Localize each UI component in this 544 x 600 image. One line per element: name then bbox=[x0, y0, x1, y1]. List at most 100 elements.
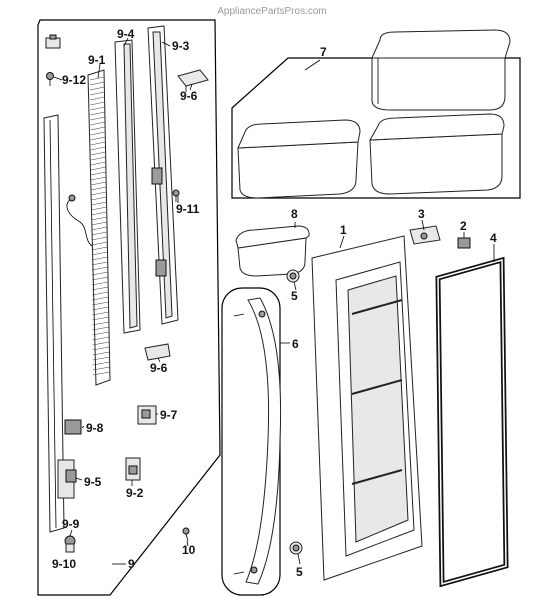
callout-9-9: 9-9 bbox=[62, 517, 80, 531]
part-3-bracket bbox=[409, 225, 441, 245]
part-5-bushing-bottom bbox=[289, 541, 303, 555]
vent-slat bbox=[91, 226, 108, 231]
wire-harness bbox=[66, 197, 93, 247]
callout-9-6-top: 9-6 bbox=[180, 89, 198, 103]
vent-slat bbox=[91, 201, 107, 206]
part-9-9-knob bbox=[64, 535, 76, 553]
vent-slat bbox=[91, 206, 107, 211]
part-4-gasket bbox=[435, 256, 509, 588]
part-clip-top bbox=[45, 34, 61, 49]
callout-9: 9 bbox=[128, 557, 135, 571]
vent-slat bbox=[91, 236, 108, 241]
group-7-boundary bbox=[231, 57, 521, 199]
part-1-door bbox=[311, 235, 423, 581]
vent-slat bbox=[90, 146, 106, 151]
callout-9-2: 9-2 bbox=[126, 486, 144, 500]
callout-9-11: 9-11 bbox=[176, 202, 200, 216]
watermark: AppliancePartsPros.com bbox=[217, 6, 327, 17]
part-9-4-rail bbox=[114, 39, 141, 334]
callout-9-4: 9-4 bbox=[117, 27, 135, 41]
part-10-screw bbox=[182, 527, 190, 542]
part-9-8-clip bbox=[64, 419, 82, 435]
vent-slat bbox=[92, 366, 110, 371]
part-8-bin bbox=[235, 225, 310, 277]
vent-slat bbox=[92, 341, 110, 346]
part-5-bushing-top bbox=[286, 269, 300, 283]
door-shelf-rail bbox=[351, 379, 403, 395]
part-6-handle bbox=[233, 297, 282, 585]
vent-slat bbox=[91, 191, 107, 196]
vent-slat bbox=[91, 261, 108, 266]
vent-slat bbox=[90, 86, 105, 91]
vent-slat bbox=[90, 116, 105, 121]
vent-slat bbox=[92, 361, 110, 366]
callout-3: 3 bbox=[418, 207, 425, 221]
callout-9-3: 9-3 bbox=[172, 39, 190, 53]
vent-slat bbox=[90, 101, 105, 106]
vent-slat bbox=[91, 256, 108, 261]
vent-slat bbox=[91, 211, 107, 216]
vent-slat bbox=[90, 156, 106, 161]
vent-slat bbox=[91, 271, 108, 276]
vent-slat bbox=[91, 241, 108, 246]
vent-slat bbox=[91, 246, 108, 251]
callout-9-5: 9-5 bbox=[84, 475, 102, 489]
door-shelf-rail bbox=[351, 299, 403, 315]
vent-slat bbox=[90, 166, 106, 171]
vent-slat bbox=[92, 346, 110, 351]
vent-slat bbox=[91, 221, 107, 226]
vent-slat bbox=[92, 356, 110, 361]
vent-slat bbox=[91, 281, 109, 286]
part-9-5-hinge bbox=[57, 459, 77, 499]
callout-9-1: 9-1 bbox=[88, 53, 106, 67]
vent-slat bbox=[92, 351, 110, 356]
part-9-1-vent-strip bbox=[87, 69, 111, 386]
leader-lines bbox=[53, 37, 495, 565]
vent-slat bbox=[90, 171, 106, 176]
wire-connector bbox=[68, 194, 76, 202]
vent-slat bbox=[91, 196, 107, 201]
vent-slat bbox=[89, 81, 105, 86]
vent-slat bbox=[91, 251, 108, 256]
callout-1: 1 bbox=[340, 223, 347, 237]
vent-slat bbox=[90, 181, 107, 186]
vent-slat bbox=[90, 111, 105, 116]
vent-slat bbox=[92, 326, 110, 331]
vent-slat bbox=[90, 161, 106, 166]
vent-slat bbox=[90, 106, 105, 111]
vent-slat bbox=[92, 311, 109, 316]
callout-6: 6 bbox=[292, 337, 299, 351]
vent-slat bbox=[90, 186, 107, 191]
vent-slat bbox=[91, 216, 107, 221]
vent-slat bbox=[91, 266, 108, 271]
vent-slat bbox=[90, 136, 106, 141]
callout-9-12: 9-12 bbox=[62, 73, 86, 87]
part-9-6-lower bbox=[144, 343, 171, 361]
part-9-11-screw bbox=[172, 189, 180, 202]
vent-slat bbox=[92, 321, 109, 326]
callout-2: 2 bbox=[460, 219, 467, 233]
part-9-6-top bbox=[177, 69, 209, 92]
callout-9-10: 9-10 bbox=[52, 557, 76, 571]
vent-slat bbox=[90, 96, 105, 101]
part-2-cap bbox=[457, 237, 471, 249]
callout-5-bottom: 5 bbox=[296, 565, 303, 579]
callout-10: 10 bbox=[182, 543, 196, 557]
vent-slat bbox=[92, 306, 109, 311]
part-7-bin-top bbox=[371, 29, 511, 111]
vent-slat bbox=[90, 141, 106, 146]
door-shelf-rail bbox=[351, 469, 403, 485]
callout-5-top: 5 bbox=[291, 289, 298, 303]
group-9-boundary bbox=[37, 19, 221, 596]
vent-slat bbox=[92, 301, 109, 306]
vent-slat bbox=[91, 231, 108, 236]
vent-slat bbox=[91, 286, 109, 291]
vent-slat bbox=[92, 296, 109, 301]
vent-slat bbox=[90, 131, 106, 136]
vent-slat bbox=[92, 331, 110, 336]
vent-slat bbox=[89, 76, 105, 81]
part-9-3-rail bbox=[147, 25, 179, 325]
vent-slat bbox=[90, 151, 106, 156]
vent-slat bbox=[92, 336, 110, 341]
